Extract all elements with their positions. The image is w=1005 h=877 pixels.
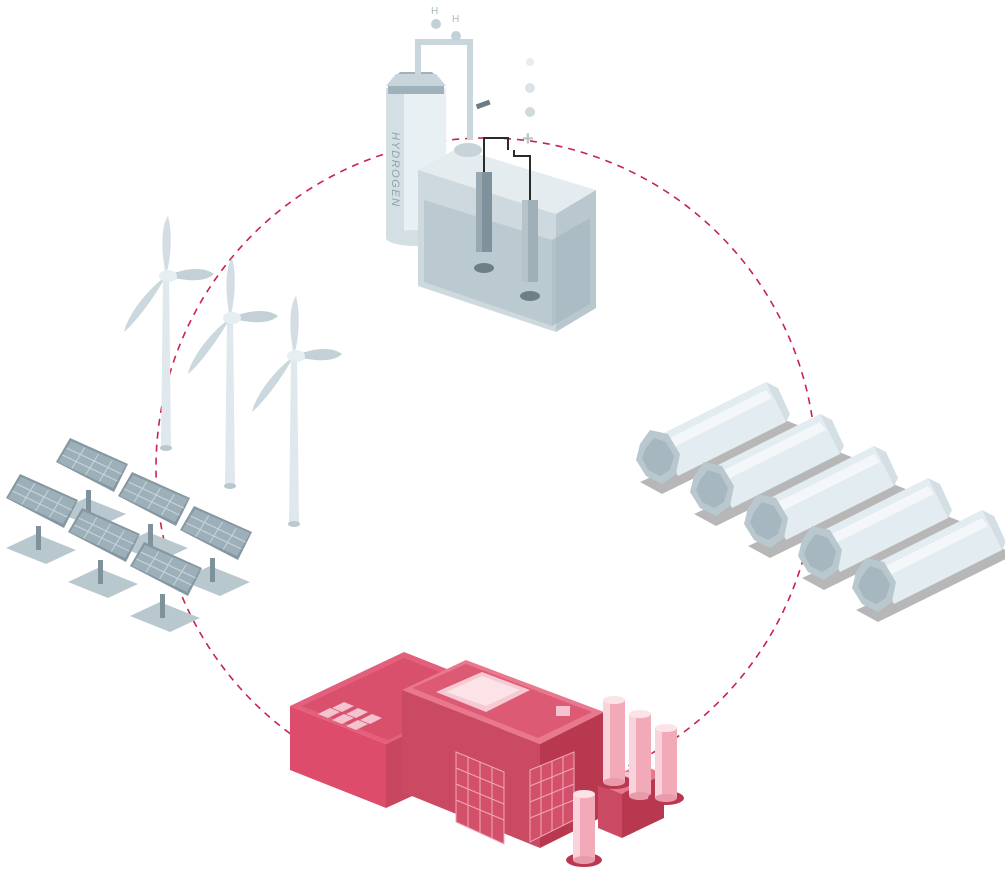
gas-pipe xyxy=(415,39,473,140)
storage-cylinder xyxy=(798,478,962,590)
electrolysis-tank xyxy=(418,148,596,332)
solar-panel xyxy=(68,508,140,598)
silo xyxy=(566,790,602,867)
wind-turbine xyxy=(252,296,342,527)
turbine-blade xyxy=(290,296,299,356)
silo xyxy=(622,710,658,803)
turbine-blade xyxy=(230,311,278,323)
silo xyxy=(596,696,632,789)
panel-post xyxy=(98,560,103,584)
turbine-tower xyxy=(289,356,299,524)
wind-turbines-icon xyxy=(124,216,342,527)
turbine-blade xyxy=(166,269,214,281)
solar-panels-icon xyxy=(6,438,252,632)
molecule-bubble xyxy=(431,19,441,29)
storage-cylinder xyxy=(744,446,908,558)
panel-post xyxy=(160,594,165,618)
panel-post xyxy=(86,490,91,514)
panel-post xyxy=(148,524,153,548)
storage-cylinders-icon xyxy=(636,382,1005,622)
turbine-tower xyxy=(225,318,235,486)
wind-turbine xyxy=(188,258,278,489)
factory-icon xyxy=(290,652,684,867)
silo-top xyxy=(573,790,595,798)
solar-panel xyxy=(6,474,78,564)
turbine-blade xyxy=(124,276,166,332)
factory-silos xyxy=(566,696,684,867)
silo-top xyxy=(655,724,677,732)
solar-panel xyxy=(130,542,202,632)
silo-top xyxy=(603,696,625,704)
turbine-hub xyxy=(287,350,305,362)
hydrogen-tank-label: HYDROGEN xyxy=(389,132,401,208)
roof-panels xyxy=(318,702,382,730)
wind-turbine xyxy=(124,216,214,451)
ion-symbol: + xyxy=(522,128,534,150)
molecule-bubble xyxy=(451,31,461,41)
turbine-hub xyxy=(223,312,241,324)
turbine-tower xyxy=(161,276,171,448)
storage-cylinder xyxy=(636,382,800,494)
electrolyzer-icon: HYDROGEN H H + xyxy=(386,6,596,332)
silo-top xyxy=(629,710,651,718)
turbine-hub xyxy=(159,270,177,282)
storage-cylinder xyxy=(690,414,854,526)
turbine-blade xyxy=(294,349,342,361)
panel-post xyxy=(210,558,215,582)
turbine-blade xyxy=(162,216,171,276)
panel-post xyxy=(36,526,41,550)
molecule-label-2: H xyxy=(452,14,459,25)
turbine-blade xyxy=(252,356,294,412)
silo xyxy=(648,724,684,805)
molecule-label-1: H xyxy=(431,6,438,17)
turbine-blade xyxy=(188,318,230,374)
turbine-blade xyxy=(226,258,235,318)
storage-cylinder xyxy=(852,510,1005,622)
